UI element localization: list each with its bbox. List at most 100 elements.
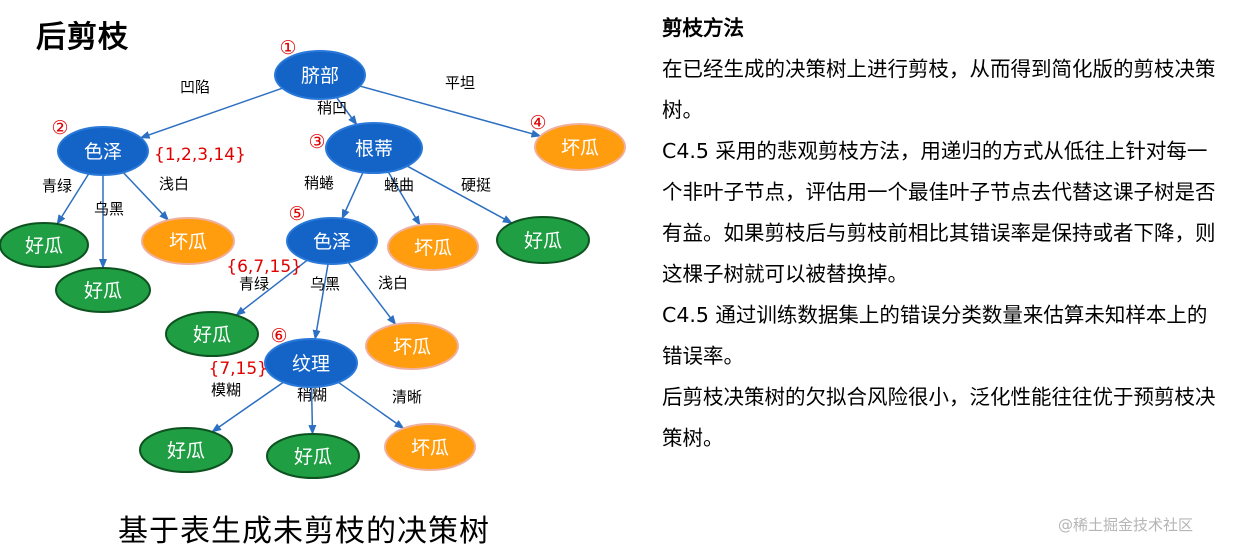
sample-set-label: {1,2,3,14}: [154, 145, 246, 165]
node-label: 好瓜: [524, 230, 562, 252]
node-number-marker: ①: [279, 37, 296, 59]
node-ellipse: [534, 123, 626, 171]
tree-nodes: 脐部色泽根蒂坏瓜好瓜好瓜坏瓜色泽坏瓜好瓜好瓜纹理坏瓜好瓜好瓜坏瓜: [0, 50, 626, 479]
tree-node-n6: 纹理: [264, 338, 358, 388]
edge-label: 模糊: [211, 381, 241, 399]
tree-caption: 基于表生成未剪枝的决策树: [118, 514, 490, 549]
sample-set-label: {6,7,15}: [226, 257, 302, 277]
edge-label: 稍糊: [297, 386, 327, 404]
tree-node-n5: 色泽: [286, 217, 378, 265]
tree-edge-n2-l1: [56, 173, 90, 225]
edge-label: 硬挺: [461, 176, 491, 194]
edge-label: 稍蜷: [304, 174, 334, 192]
right-panel: 剪枝方法 在已经生成的决策树上进行剪枝，从而得到简化版的剪枝决策树。 C4.5 …: [662, 8, 1227, 459]
node-label: 好瓜: [167, 440, 205, 462]
node-number-marker: ③: [308, 131, 325, 153]
node-ellipse: [0, 222, 89, 268]
node-label: 好瓜: [294, 446, 332, 468]
edge-label: 凹陷: [180, 78, 210, 96]
panel-paragraph: 在已经生成的决策树上进行剪枝，从而得到简化版的剪枝决策树。: [662, 57, 1216, 122]
edge-label: 平坦: [445, 74, 475, 92]
node-label: 坏瓜: [561, 137, 599, 159]
tree-edge-n1-n4: [359, 85, 542, 138]
edge-label: 浅白: [159, 175, 189, 193]
node-label: 坏瓜: [393, 336, 431, 358]
tree-node-l4: 坏瓜: [387, 223, 479, 271]
edge-label: 青绿: [42, 177, 72, 195]
tree-edge-n6-l10: [337, 381, 405, 429]
page-title: 后剪枝: [36, 20, 129, 55]
tree-node-l1: 好瓜: [0, 222, 89, 268]
node-label: 坏瓜: [411, 437, 449, 459]
node-number-marker: ④: [529, 112, 546, 134]
tree-node-markers: ① ② ③ ④ ⑤ ⑥: [51, 37, 546, 347]
node-ellipse: [141, 217, 235, 265]
tree-node-n4: 坏瓜: [534, 123, 626, 171]
tree-edge-n3-l5: [406, 165, 513, 224]
node-label: 根蒂: [355, 138, 393, 160]
edge-label: 蜷曲: [384, 176, 414, 194]
tree-edge-n3-l4: [387, 171, 421, 226]
watermark: @稀土掘金技术社区: [1058, 516, 1194, 534]
node-label: 色泽: [313, 231, 351, 253]
node-label: 脐部: [301, 65, 339, 87]
node-label: 好瓜: [193, 324, 231, 346]
tree-edge-n6-l9: [308, 386, 317, 436]
node-ellipse: [57, 126, 149, 176]
tree-node-l7: 坏瓜: [365, 322, 459, 370]
node-ellipse: [274, 50, 366, 100]
node-ellipse: [264, 338, 358, 388]
edge-label: 乌黑: [310, 275, 340, 293]
tree-node-l10: 坏瓜: [384, 423, 476, 471]
tree-edge-n1-n2: [139, 87, 283, 139]
tree-node-l3: 坏瓜: [141, 217, 235, 265]
tree-node-n3: 根蒂: [325, 122, 423, 174]
tree-edge-n5-n6: [312, 263, 329, 341]
node-label: 坏瓜: [169, 231, 207, 253]
node-ellipse: [165, 311, 259, 357]
tree-edge-n5-l6: [235, 259, 308, 316]
tree-edge-labels: 凹陷稍凹平坦青绿乌黑浅白稍蜷蜷曲硬挺青绿乌黑浅白模糊稍糊清晰: [42, 74, 491, 406]
node-ellipse: [55, 267, 151, 313]
edge-label: 青绿: [239, 275, 269, 293]
node-label: 好瓜: [84, 280, 122, 302]
tree-node-n1: 脐部: [274, 50, 366, 100]
panel-paragraph: 后剪枝决策树的欠拟合风险很小，泛化性能往往优于预剪枝决策树。: [662, 385, 1216, 450]
node-ellipse: [266, 433, 360, 479]
node-ellipse: [384, 423, 476, 471]
tree-edge-n5-l7: [347, 261, 397, 326]
tree-edges: [56, 85, 542, 436]
node-label: 纹理: [292, 353, 330, 375]
tree-node-l9: 好瓜: [266, 433, 360, 479]
node-ellipse: [387, 223, 479, 271]
tree-node-l5: 好瓜: [496, 216, 590, 264]
sample-set-label: {7,15}: [209, 359, 268, 379]
tree-node-l8: 好瓜: [139, 427, 233, 473]
node-label: 色泽: [84, 141, 122, 163]
tree-node-l6: 好瓜: [165, 311, 259, 357]
tree-edge-n2-l3: [122, 171, 170, 221]
node-ellipse: [139, 427, 233, 473]
edge-label: 清晰: [392, 388, 422, 406]
panel-paragraph: C4.5 采用的悲观剪枝方法，用递归的方式从低往上针对每一个非叶子节点，评估用一…: [662, 139, 1216, 286]
tree-node-l2: 好瓜: [55, 267, 151, 313]
tree-sample-sets: {1,2,3,14} {6,7,15} {7,15}: [154, 145, 302, 379]
tree-edge-n3-n5: [341, 172, 364, 220]
tree-edge-n6-l8: [211, 381, 284, 433]
node-ellipse: [325, 122, 423, 174]
node-number-marker: ⑤: [288, 203, 305, 225]
node-label: 坏瓜: [414, 237, 452, 259]
decision-tree-diagram: 凹陷稍凹平坦青绿乌黑浅白稍蜷蜷曲硬挺青绿乌黑浅白模糊稍糊清晰 脐部色泽根蒂坏瓜好…: [0, 37, 626, 479]
tree-edge-n1-n3: [335, 96, 358, 126]
node-ellipse: [496, 216, 590, 264]
node-ellipse: [365, 322, 459, 370]
panel-paragraph: C4.5 通过训练数据集上的错误分类数量来估算未知样本上的错误率。: [662, 303, 1208, 368]
node-number-marker: ⑥: [270, 325, 287, 347]
panel-heading: 剪枝方法: [662, 16, 744, 40]
tree-node-n2: 色泽: [57, 126, 149, 176]
edge-label: 浅白: [378, 274, 408, 292]
node-ellipse: [286, 217, 378, 265]
edge-label: 乌黑: [94, 200, 124, 218]
edge-label: 稍凹: [317, 99, 347, 117]
node-number-marker: ②: [51, 117, 68, 139]
